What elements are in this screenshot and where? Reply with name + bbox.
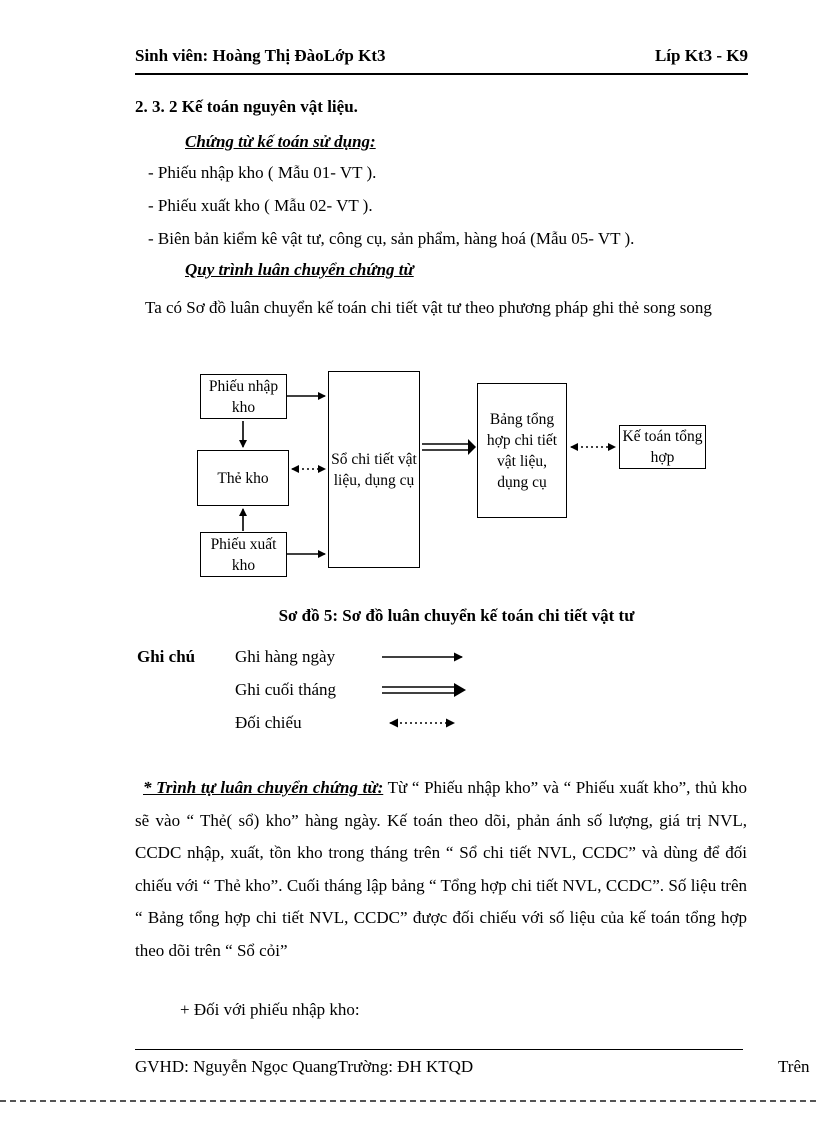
subheading-process: Quy trình luân chuyển chứng từ xyxy=(185,260,414,279)
legend-label: Ghi hàng ngày xyxy=(235,646,336,666)
flow-diagram: Phiếu nhập kho Thẻ kho Phiếu xuất kho Sổ… xyxy=(135,368,751,603)
page-break-dashes xyxy=(0,1100,816,1102)
main-paragraph: * Trình tự luân chuyển chứng từ: Từ “ Ph… xyxy=(135,772,747,968)
diagram-box-phieu-nhap-kho: Phiếu nhập kho xyxy=(200,374,287,419)
box-label: Sổ chi tiết vật liệu, dụng cụ xyxy=(331,450,417,489)
list-item: - Biên bản kiểm kê vật tư, công cụ, sản … xyxy=(148,229,635,248)
box-label: Thẻ kho xyxy=(217,469,269,487)
footer-advisor: GVHD: Nguyễn Ngọc QuangTrường: ĐH KTQD xyxy=(135,1057,474,1076)
paragraph-lead: * Trình tự luân chuyển chứng từ: xyxy=(143,778,384,797)
arrow-sochitiet-to-bangtonghop xyxy=(422,439,476,455)
legend: Ghi chú Ghi hàng ngày Ghi cuối tháng xyxy=(137,640,617,739)
footer-rule xyxy=(135,1049,743,1050)
legend-label: Ghi cuối tháng xyxy=(235,679,337,699)
box-label: Phiếu nhập kho xyxy=(208,377,279,416)
diagram-arrows xyxy=(239,392,616,558)
diagram-box-ke-toan-tong-hop: Kế toán tổng hợp xyxy=(619,425,706,469)
header-student: Sinh viên: Hoàng Thị ĐàoLớp Kt3 xyxy=(135,46,386,65)
list-item: - Phiếu xuất kho ( Mẫu 02- VT ). xyxy=(148,196,373,215)
diagram-box-so-chi-tiet: Sổ chi tiết vật liệu, dụng cụ xyxy=(328,371,420,568)
legend-row-reconcile: Đối chiếu xyxy=(137,706,617,739)
list-item: - Phiếu nhập kho ( Mẫu 01- VT ). xyxy=(148,163,377,182)
diagram-box-phieu-xuat-kho: Phiếu xuất kho xyxy=(200,532,287,577)
box-label: Kế toán tổng hợp xyxy=(622,428,703,466)
legend-title: Ghi chú xyxy=(137,646,196,666)
double-line-arrow-icon xyxy=(382,682,466,697)
header-class: Líp Kt3 - K9 xyxy=(654,46,748,65)
header-rule xyxy=(135,73,748,75)
page-header: Sinh viên: Hoàng Thị ĐàoLớp Kt3 Líp Kt3 … xyxy=(135,46,748,66)
sub-item: + Đối với phiếu nhập kho: xyxy=(180,1000,360,1019)
diagram-box-bang-tong-hop: Bảng tổng hợp chi tiết vật liệu, dụng cụ xyxy=(477,383,567,518)
legend-label: Đối chiếu xyxy=(235,712,302,732)
subheading-documents: Chứng từ kế toán sử dụng: xyxy=(185,132,376,151)
intro-paragraph: Ta có Sơ đồ luân chuyển kế toán chi tiết… xyxy=(145,298,712,317)
diagram-box-the-kho: Thẻ kho xyxy=(197,450,289,506)
diagram-caption: Sơ đồ 5: Sơ đồ luân chuyển kế toán chi t… xyxy=(278,606,635,625)
legend-row-monthly: Ghi cuối tháng xyxy=(137,673,617,706)
section-heading: 2. 3. 2 Kế toán nguyên vật liệu. xyxy=(135,97,358,116)
box-label: Phiếu xuất kho xyxy=(210,535,277,574)
box-label: Bảng tổng hợp chi tiết vật liệu, dụng cụ xyxy=(486,410,558,491)
dotted-double-arrow-icon xyxy=(389,718,455,727)
solid-arrow-icon xyxy=(382,652,463,661)
paragraph-text: Từ “ Phiếu nhập kho” và “ Phiếu xuất kho… xyxy=(135,778,747,960)
footer-page: Trên xyxy=(778,1057,810,1076)
legend-row-daily: Ghi chú Ghi hàng ngày xyxy=(137,640,617,673)
